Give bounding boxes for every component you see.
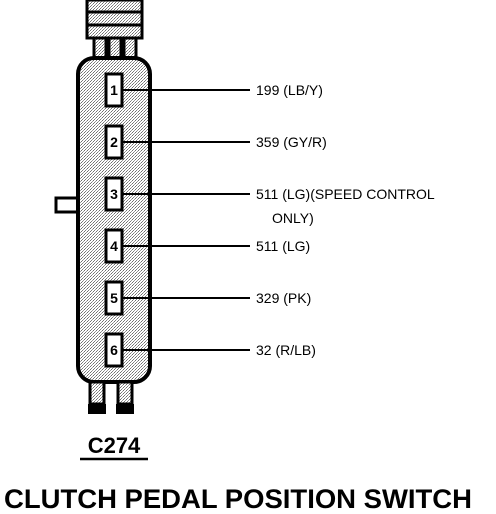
pin-number: 2 — [110, 134, 118, 150]
pin-number: 1 — [110, 82, 118, 98]
circuit-label: 199 (LB/Y) — [256, 82, 323, 98]
pin-6: 6 32 (R/LB) — [104, 332, 316, 368]
circuit-label: 511 (LG)(SPEED CONTROL — [256, 186, 435, 202]
top-wire-harness — [85, 0, 144, 62]
pin-number: 4 — [110, 238, 118, 254]
pin-3: 3 511 (LG)(SPEED CONTROL ONLY) — [104, 176, 435, 226]
circuit-note: ONLY) — [272, 210, 314, 226]
circuit-label: 32 (R/LB) — [256, 342, 316, 358]
bottom-wire-harness — [88, 380, 134, 414]
connector-latch-tab — [54, 196, 78, 214]
pin-number: 6 — [110, 342, 118, 358]
pin-number: 5 — [110, 290, 118, 306]
pin-2: 2 359 (GY/R) — [104, 124, 327, 160]
pin-5: 5 329 (PK) — [104, 280, 311, 316]
circuit-label: 511 (LG) — [256, 238, 310, 254]
connector-id: C274 — [88, 433, 141, 458]
pin-1: 1 199 (LB/Y) — [104, 72, 323, 108]
component-title: CLUTCH PEDAL POSITION SWITCH — [4, 484, 472, 514]
pin-4: 4 511 (LG) — [104, 228, 310, 264]
pin-number: 3 — [110, 186, 118, 202]
circuit-label: 359 (GY/R) — [256, 134, 327, 150]
circuit-label: 329 (PK) — [256, 290, 311, 306]
connector-body — [76, 56, 152, 384]
